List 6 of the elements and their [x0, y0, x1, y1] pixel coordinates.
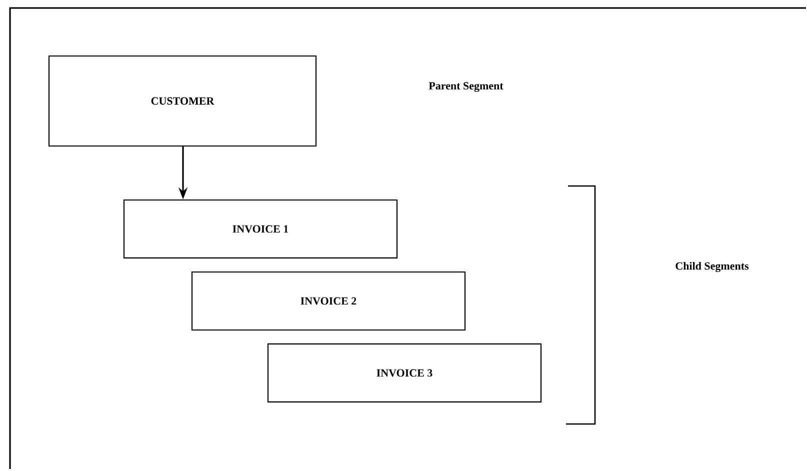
- segment-box: INVOICE 2: [191, 271, 466, 331]
- segment-label: Parent Segment: [428, 82, 504, 92]
- segment-box: CUSTOMER: [48, 55, 317, 147]
- segment-label: Child Segments: [676, 262, 749, 272]
- segment-box: INVOICE 1: [123, 199, 398, 259]
- segment-box: INVOICE 3: [267, 343, 542, 403]
